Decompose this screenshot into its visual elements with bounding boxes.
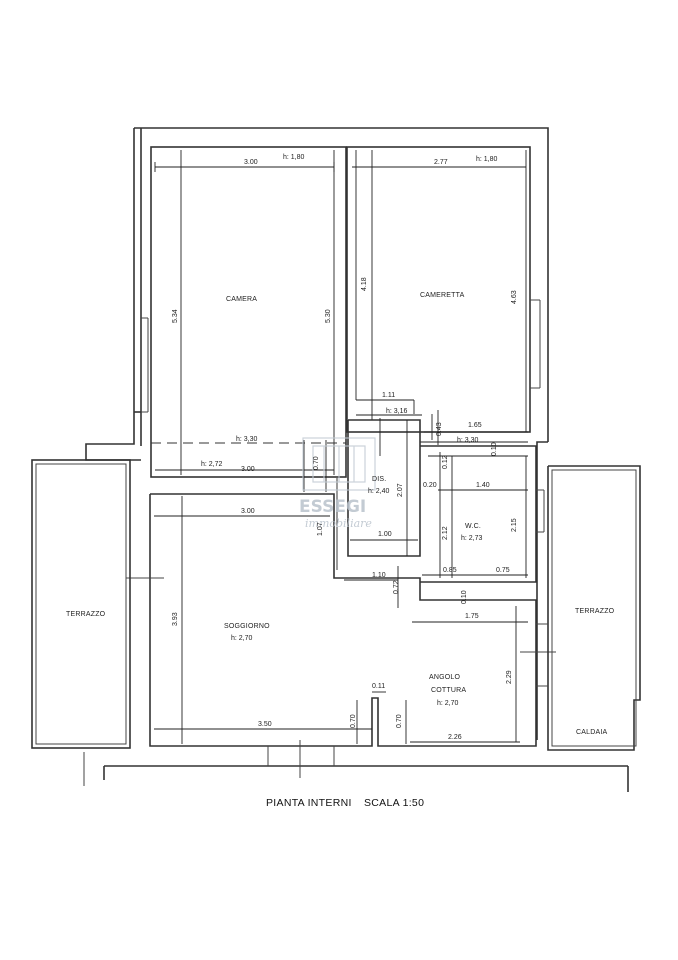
caption-title: PIANTA INTERNI <box>266 797 352 809</box>
dim-107: 1.07 <box>317 522 324 536</box>
dim-207: 2.07 <box>397 483 404 497</box>
label-dis: DIS. <box>372 476 386 483</box>
dim-140: 1.40 <box>476 482 490 489</box>
dimension-labels: 3.00 5.34 5.30 3.00 0.70 2.77 4.18 4.63 … <box>172 159 518 741</box>
watermark-sub: immobiliare <box>305 517 372 530</box>
dim-229: 2.29 <box>506 670 513 684</box>
height-labels: h: 1,80 h: 1,80 h: 3,30 h: 2,72 h: 3,30 … <box>201 154 498 707</box>
label-cottura: COTTURA <box>431 687 466 694</box>
dim-camera-h2: 5.30 <box>325 309 332 323</box>
dim-cameretta-h1: 4.18 <box>361 277 368 291</box>
dim-085: 0.85 <box>443 567 457 574</box>
dim-300-soggiorno: 3.00 <box>241 508 255 515</box>
dim-070b: 0.70 <box>350 714 357 728</box>
height-camera-mid: h: 2,72 <box>201 461 223 468</box>
room-camera <box>150 146 347 492</box>
label-terrazzo-right: TERRAZZO <box>575 608 615 615</box>
height-camera-low: h: 3,30 <box>236 436 258 443</box>
height-cameretta: h: 1,80 <box>476 156 498 163</box>
dim-215: 2.15 <box>511 518 518 532</box>
watermark-logo: ESSEGI immobiliare <box>299 437 376 530</box>
dim-175: 1.75 <box>465 613 479 620</box>
dim-212: 2.12 <box>442 526 449 540</box>
dim-011: 0.11 <box>372 683 385 690</box>
height-dis: h: 2,40 <box>368 488 390 495</box>
dim-350: 3.50 <box>258 721 272 728</box>
dim-camera-width: 3.00 <box>244 159 258 166</box>
dim-165: 1.65 <box>468 422 482 429</box>
dim-cameretta-h2: 4.63 <box>511 290 518 304</box>
dim-393: 3.93 <box>172 612 179 626</box>
plan-caption: PIANTA INTERNI SCALA 1:50 <box>266 797 424 809</box>
dim-111: 1.11 <box>382 392 395 399</box>
dim-043: 0.43 <box>436 422 443 436</box>
height-cottura: h: 2,70 <box>437 700 459 707</box>
dim-070c: 0.70 <box>396 714 403 728</box>
label-caldaia: CALDAIA <box>576 729 607 736</box>
caption-scale: SCALA 1:50 <box>364 797 424 809</box>
terrazzo-left <box>31 459 131 749</box>
dim-110: 1.10 <box>372 572 386 579</box>
label-cameretta: CAMERETTA <box>420 292 465 299</box>
label-angolo: ANGOLO <box>429 674 461 681</box>
label-wc: W.C. <box>465 523 481 530</box>
height-soggiorno: h: 2,70 <box>231 635 253 642</box>
room-cameretta <box>346 146 541 445</box>
room-soggiorno <box>126 493 556 778</box>
label-soggiorno: SOGGIORNO <box>224 623 270 630</box>
height-wc: h: 2,73 <box>461 535 483 542</box>
height-cameretta-low: h: 3,30 <box>457 437 479 444</box>
dim-camera-bottom: 3.00 <box>241 466 255 473</box>
dim-072: 0.72 <box>393 580 400 594</box>
label-camera: CAMERA <box>226 296 257 303</box>
label-terrazzo-left: TERRAZZO <box>66 611 106 618</box>
watermark-brand: ESSEGI <box>299 497 366 517</box>
height-camera: h: 1,80 <box>283 154 305 161</box>
dim-075: 0.75 <box>496 567 510 574</box>
dim-camera-h1: 5.34 <box>172 309 179 323</box>
dim-226: 2.26 <box>448 734 462 741</box>
room-labels: CAMERA CAMERETTA DIS. W.C. SOGGIORNO ANG… <box>66 292 615 736</box>
dim-012: 0.12 <box>442 455 449 469</box>
height-dis-top: h: 3,16 <box>386 408 408 415</box>
terrazzo-right <box>536 465 641 751</box>
dim-100: 1.00 <box>378 531 392 538</box>
room-disimpegno <box>336 414 422 570</box>
dim-door-a: 0.70 <box>313 456 320 470</box>
dim-cameretta-width: 2.77 <box>434 159 448 166</box>
dim-010: 0.10 <box>491 442 498 456</box>
room-wc <box>420 445 545 583</box>
dim-010b: 0.10 <box>461 590 468 604</box>
outer-walls <box>83 127 629 792</box>
dim-020: 0.20 <box>423 482 437 489</box>
